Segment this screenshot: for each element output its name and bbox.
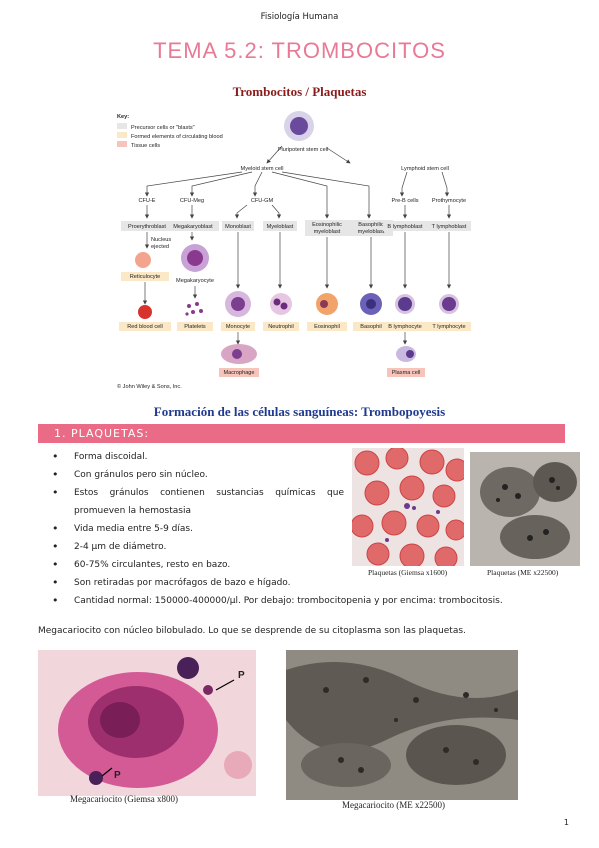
platelets-giemsa-caption: Plaquetas (Giemsa x1600) (368, 568, 448, 577)
label-eos-myeloblast-2: myeloblast (314, 229, 341, 235)
list-item: Forma discoidal. (52, 448, 344, 466)
megakaryocyte-em-image (286, 650, 518, 800)
label-myeloid: Myeloid stem cell (241, 166, 284, 172)
label-cfu-e: CFU-E (138, 198, 155, 204)
key-item-formed: Formed elements of circulating blood (131, 134, 223, 140)
key-item-tissue: Tissue cells (131, 143, 160, 149)
platelets-me-caption: Plaquetas (ME x22500) (487, 568, 559, 577)
figure-credit: © John Wiley & Sons, Inc. (117, 383, 182, 390)
label-lymphoid: Lymphoid stem cell (401, 166, 449, 172)
label-t-lymphocyte: T lymphocyte (432, 324, 465, 330)
p-label-bottom: P (114, 770, 121, 781)
b-lymphocyte-cell (395, 294, 415, 314)
label-eos-myeloblast-1: Eosinophilic (312, 222, 342, 228)
label-plasma: Plasma cell (392, 370, 421, 376)
figure-title: Trombocitos / Plaquetas (232, 84, 367, 99)
label-monoblast: Monoblast (225, 224, 251, 230)
label-macrophage: Macrophage (223, 370, 254, 376)
label-cfu-gm: CFU-GM (251, 198, 274, 204)
key-title: Key: (117, 114, 129, 120)
section-header: 1. PLAQUETAS: (38, 424, 565, 443)
page-number: 1 (563, 818, 569, 827)
reticulocyte-cell (135, 252, 151, 268)
list-item: Son retiradas por macrófagos de bazo e h… (52, 574, 344, 592)
t-lymphocyte-cell (439, 294, 459, 314)
page-title: TEMA 5.2: TROMBOCITOS (153, 38, 446, 63)
label-monocyte: Monocyte (226, 324, 250, 330)
label-prothymocyte: Prothymocyte (432, 198, 466, 204)
bullet-list: Forma discoidal. Con gránulos pero sin n… (52, 448, 344, 592)
bullet-marker: • (52, 594, 59, 607)
list-item: Con gránulos pero sin núcleo. (52, 466, 344, 484)
label-pre-b: Pre-B cells (391, 198, 418, 204)
plasma-cell (396, 346, 416, 362)
label-nucleus-1: Nucleus (151, 237, 171, 243)
label-rbc: Red blood cell (127, 324, 162, 330)
label-megakaryoblast: Megakaryoblast (173, 224, 213, 230)
platelets-em-image (480, 462, 577, 559)
platelets-me-photo (470, 452, 580, 566)
megakaryocyte-me-caption: Megacariocito (ME x22500) (342, 800, 445, 810)
label-basophil: Basophil (360, 324, 381, 330)
megakaryocyte-me-photo (286, 650, 518, 800)
list-item: Estos gránulos contienen sustancias quím… (52, 484, 344, 520)
rbc-cell (138, 305, 152, 319)
list-item: 60-75% circulantes, resto en bazo. (52, 556, 344, 574)
list-item-wide: Cantidad normal: 150000-400000/µl. Por d… (74, 596, 503, 606)
label-b-lymphocyte: B lymphocyte (388, 324, 422, 330)
p-label-top: P (238, 670, 245, 681)
label-cfu-meg: CFU-Meg (180, 198, 204, 204)
monocyte-cell (225, 291, 251, 317)
label-pluripotent: Pluripotent stem cell (278, 147, 328, 153)
platelets-giemsa-photo (352, 448, 464, 566)
key-item-precursor: Precursor cells or "blasts" (131, 125, 195, 131)
label-b-lymphoblast: B lymphoblast (387, 224, 423, 230)
megakaryocyte-cell (181, 244, 209, 272)
label-bas-myeloblast-2: myeloblast (358, 229, 385, 235)
list-item: Vida media entre 5-9 días. (52, 520, 344, 538)
pluripotent-cell (284, 111, 314, 141)
neutrophil-cell (270, 293, 292, 315)
label-nucleus-2: ejected (151, 244, 169, 250)
label-neutrophil: Neutrophil (268, 324, 294, 330)
basophil-cell (360, 293, 382, 315)
label-t-lymphoblast: T lymphoblast (432, 224, 467, 230)
label-megakaryocyte: Megakaryocyte (176, 278, 214, 284)
rbc-smear-image (352, 448, 464, 566)
megakaryocyte-paragraph: Megacariocito con núcleo bilobulado. Lo … (38, 626, 466, 636)
megakaryocyte-giemsa-image (58, 657, 252, 788)
macrophage-cell (221, 344, 257, 364)
section-label: 1. PLAQUETAS: (54, 427, 150, 440)
label-myeloblast: Myeloblast (267, 224, 294, 230)
key-swatch-formed (117, 132, 127, 138)
hematopoiesis-diagram: Key: Precursor cells or "blasts" Formed … (117, 111, 471, 390)
eosinophil-cell (316, 293, 338, 315)
label-eosinophil: Eosinophil (314, 324, 340, 330)
label-bas-myeloblast-1: Basophilic (358, 222, 384, 228)
page-header: Fisiología Humana (260, 12, 339, 22)
megakaryocyte-giemsa-photo: P P (38, 650, 256, 796)
key-swatch-precursor (117, 123, 127, 129)
figure2-title: Formación de las células sanguíneas: Tro… (153, 404, 446, 419)
label-platelets: Platelets (184, 324, 206, 330)
megakaryocyte-giemsa-caption: Megacariocito (Giemsa x800) (70, 794, 178, 804)
list-item: 2-4 µm de diámetro. (52, 538, 344, 556)
label-reticulocyte: Reticulocyte (130, 274, 160, 280)
key-swatch-tissue (117, 141, 127, 147)
label-proerythroblast: Proerythroblast (128, 224, 166, 230)
platelets-cells (185, 302, 203, 316)
